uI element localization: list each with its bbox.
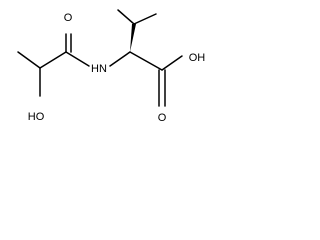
chemical-structure-canvas: O HN HO OH O	[0, 0, 230, 133]
bond-carbonyl-nh	[65, 51, 90, 67]
stereo-wedge-bond	[130, 24, 136, 52]
bond-isopropyl-left	[117, 9, 135, 25]
bond-alpha-carboxyl	[129, 51, 163, 71]
oxygen-top-label: O	[64, 12, 73, 24]
bond-methyl-ch	[17, 51, 41, 69]
oxygen-bottom-label: O	[158, 112, 167, 124]
bond-nh-alpha	[109, 51, 131, 67]
bond-ch-carbonyl	[39, 51, 67, 69]
bond-isopropyl-right	[133, 13, 157, 25]
chemical-structure-drawing: O HN HO OH O	[17, 9, 206, 124]
hydroxyl-right-label: OH	[189, 52, 206, 64]
hydroxyl-left-label: HO	[28, 111, 45, 123]
nitrogen-label: HN	[91, 63, 107, 75]
bond-carboxyl-oh	[161, 55, 183, 71]
